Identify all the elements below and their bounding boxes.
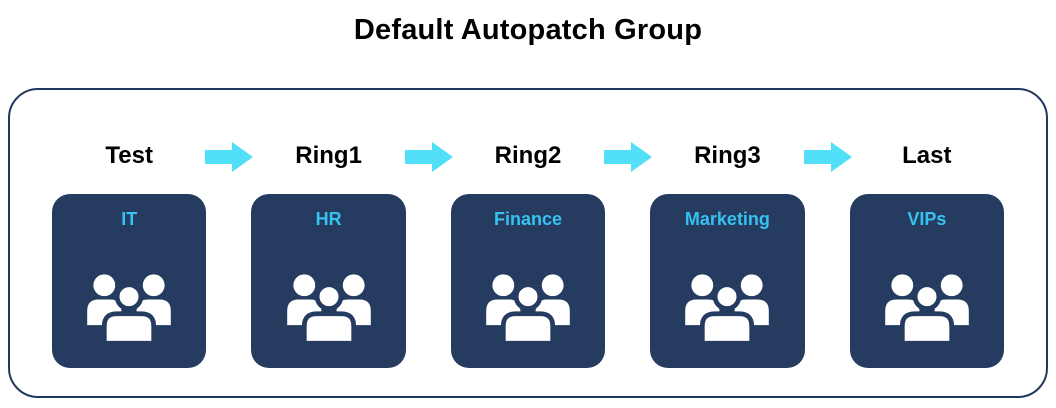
stage-ring2: Ring2 Finance xyxy=(450,140,653,368)
deployment-stages: Test IT Ring1 xyxy=(52,140,1005,368)
group-card: Marketing xyxy=(650,194,805,368)
group-card: HR xyxy=(251,194,406,368)
diagram-title: Default Autopatch Group xyxy=(353,14,703,46)
right-arrow-icon xyxy=(604,142,653,172)
right-arrow-icon xyxy=(803,142,852,172)
group-card: Finance xyxy=(450,194,606,368)
stage-last: Last VIPs xyxy=(849,140,1005,368)
stage-ring1: Ring1 HR xyxy=(251,140,453,368)
people-group-icon xyxy=(885,274,969,346)
group-name: VIPs xyxy=(907,209,947,229)
group-name: Marketing xyxy=(684,209,770,229)
group-card: IT xyxy=(52,194,207,368)
ring-label: Ring2 xyxy=(494,142,562,169)
people-group-icon xyxy=(286,274,371,346)
group-name: HR xyxy=(315,209,342,229)
stage-ring3: Ring3 Marketing xyxy=(650,140,852,368)
group-name: IT xyxy=(121,209,138,229)
stage-test: Test IT xyxy=(52,140,254,368)
people-group-icon xyxy=(685,274,770,346)
ring-label: Test xyxy=(105,142,153,169)
people-group-icon xyxy=(87,274,172,346)
ring-label: Ring3 xyxy=(694,142,761,169)
group-name: Finance xyxy=(494,209,563,229)
people-group-icon xyxy=(486,274,570,346)
right-arrow-icon xyxy=(404,142,453,172)
group-card: VIPs xyxy=(849,194,1005,368)
autopatch-group-panel: Test IT Ring1 xyxy=(8,88,1048,398)
right-arrow-icon xyxy=(205,142,254,172)
ring-label: Ring1 xyxy=(295,142,362,169)
ring-label: Last xyxy=(902,142,952,169)
